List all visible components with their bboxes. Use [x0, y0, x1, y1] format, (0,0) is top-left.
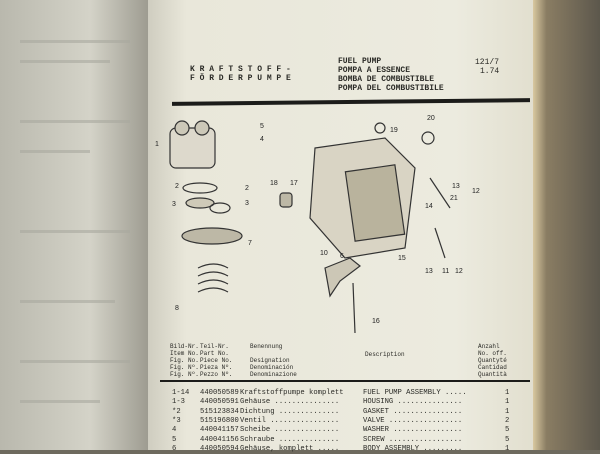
row-item: 6: [172, 444, 177, 453]
callout-number: 4: [260, 136, 264, 143]
row-en: GASKET ................: [363, 407, 463, 416]
row-item: *3: [172, 416, 181, 425]
row-qty: 2: [505, 416, 510, 425]
row-item: 4: [172, 426, 177, 435]
header-qty: No. off.: [478, 350, 507, 357]
row-part: 440050589: [200, 389, 239, 397]
row-de: Dichtung ..............: [240, 407, 340, 416]
header-item: Fig. Nº.: [170, 364, 199, 371]
callout-number: 15: [398, 255, 406, 262]
callout-number: 12: [472, 188, 480, 195]
header-qty: Quantità: [478, 371, 507, 378]
title-en: FUEL PUMP: [338, 57, 382, 66]
callout-number: 11: [442, 268, 449, 275]
callout-number: 3: [245, 200, 249, 207]
callout-number: 2: [175, 183, 179, 190]
row-part: 515123834: [200, 407, 239, 416]
header-item: Bild-Nr.: [170, 343, 199, 350]
callout-number: 10: [320, 250, 328, 257]
row-de: Ventil ................: [240, 416, 340, 425]
row-item: 5: [172, 435, 177, 444]
title-de-2: F Ö R D E R P U M P E: [190, 74, 291, 83]
row-en: BODY ASSEMBLY .........: [363, 444, 463, 453]
lever-part: [324, 257, 361, 298]
row-en: WASHER ................: [363, 426, 463, 435]
row-part: 515196800: [200, 416, 239, 425]
page-ref: 121/7: [475, 58, 500, 67]
header-qty: Anzahl: [478, 343, 500, 350]
header-item: Fig. No.: [170, 357, 199, 364]
housing-part: [169, 127, 216, 169]
row-qty: 1: [505, 444, 510, 453]
header-part: Teil-Nr.: [200, 343, 229, 350]
row-qty: 1: [505, 398, 510, 407]
row-item: *2: [172, 407, 181, 416]
row-qty: 1: [505, 407, 510, 416]
row-de: Gehäuse ...............: [240, 398, 340, 407]
callout-number: 1: [155, 141, 159, 148]
row-en: VALVE .................: [363, 416, 463, 425]
callout-number: 19: [390, 127, 398, 134]
row-qty: 5: [505, 426, 510, 435]
header-name: Denominazione: [250, 371, 297, 378]
header-description: Description: [365, 351, 405, 358]
callout-number: 14: [425, 203, 433, 210]
header-name: Benennung: [250, 343, 283, 350]
page-edge: [533, 0, 600, 450]
callout-number: 5: [260, 123, 264, 130]
row-de: Kraftstoffpumpe komplett: [240, 389, 344, 397]
callout-number: 20: [427, 115, 435, 122]
callout-number: 18: [270, 180, 278, 187]
header-part: Pezzo Nº.: [200, 371, 233, 378]
title-es: BOMBA DE COMBUSTIBLE: [338, 75, 435, 84]
left-page: [0, 0, 150, 450]
callout-number: 16: [372, 318, 380, 325]
callout-number: 7: [248, 240, 252, 247]
title-fr: POMPA A ESSENCE: [338, 66, 411, 75]
title-it: POMPA DEL COMBUSTIBILE: [338, 84, 444, 93]
callout-number: 13: [452, 183, 460, 190]
callout-number: 12: [455, 268, 463, 275]
callout-number: 2: [245, 185, 249, 192]
row-de: Gehäuse, komplett .....: [240, 444, 340, 453]
callout-number: 17: [290, 180, 298, 187]
row-part: 440041157: [200, 426, 239, 435]
row-qty: 1: [505, 389, 510, 397]
row-de: Schraube ..............: [240, 435, 340, 444]
row-en: HOUSING ...............: [363, 398, 463, 407]
row-qty: 5: [505, 435, 510, 444]
row-item: 1-3: [172, 398, 185, 407]
row-de: Scheibe ...............: [240, 426, 340, 435]
header-part: Part No.: [200, 350, 229, 357]
date: 1.74: [480, 67, 500, 76]
row-part: 440050591: [200, 398, 239, 407]
row-en: SCREW .................: [363, 435, 463, 444]
callout-number: 21: [450, 195, 458, 202]
row-part: 440041156: [200, 435, 239, 444]
callout-number: 13: [425, 268, 433, 275]
header-name: Designation: [250, 357, 290, 364]
row-item: 1-14: [172, 389, 190, 397]
row-en: FUEL PUMP ASSEMBLY .....: [363, 389, 467, 397]
header-item: Fig. Nº.: [170, 371, 199, 378]
callout-number: 8: [175, 305, 179, 312]
callout-number: 3: [172, 201, 176, 208]
header-qty: Quantyté: [478, 357, 507, 364]
header-name: Denominación: [250, 364, 294, 371]
diaphragm-part: [181, 227, 243, 245]
row-part: 440050594: [200, 444, 239, 453]
header-part: Pieza Nº.: [200, 364, 233, 371]
header-qty: Cantidad: [478, 364, 507, 371]
header-part: Piece No.: [200, 357, 233, 364]
table-rule: [160, 380, 530, 382]
callout-number: 6: [340, 253, 344, 260]
header-item: Item No.: [170, 350, 199, 357]
title-de-1: K R A F T S T O F F -: [190, 65, 291, 74]
